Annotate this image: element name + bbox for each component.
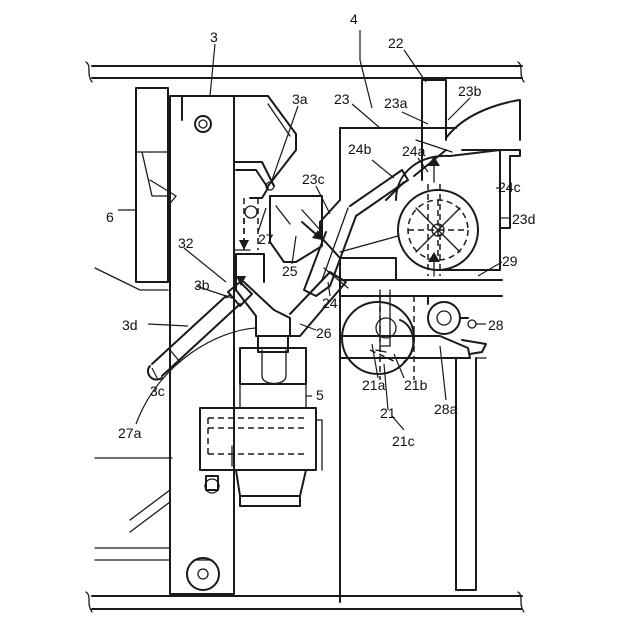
label-23c: 23c — [302, 171, 325, 187]
label-23d: 23d — [512, 211, 535, 227]
label-28: 28 — [488, 317, 504, 333]
label-3c: 3c — [150, 383, 165, 399]
label-21a: 21a — [362, 377, 386, 393]
bottom-frame-beam — [86, 592, 524, 612]
tank-5 — [200, 348, 322, 506]
label-27: 27 — [258, 231, 274, 247]
label-3a: 3a — [292, 91, 308, 107]
label-3b: 3b — [194, 277, 210, 293]
label-25: 25 — [282, 263, 298, 279]
label-4: 4 — [350, 11, 358, 27]
label-6: 6 — [106, 209, 114, 225]
label-23a: 23a — [384, 95, 408, 111]
label-26: 26 — [316, 325, 332, 341]
label-21b: 21b — [404, 377, 428, 393]
fan-28 — [428, 296, 476, 334]
label-3: 3 — [210, 29, 218, 45]
label-21: 21 — [380, 405, 396, 421]
spout-27 — [236, 170, 274, 290]
label-21c: 21c — [392, 433, 415, 449]
label-27a: 27a — [118, 425, 142, 441]
label-23: 23 — [334, 91, 350, 107]
label-3d: 3d — [122, 317, 138, 333]
label-32: 32 — [178, 235, 194, 251]
label-24c: 24c — [498, 179, 521, 195]
top-frame-beam — [86, 62, 524, 82]
label-24a: 24a — [402, 143, 426, 159]
label-29: 29 — [502, 253, 518, 269]
label-24: 24 — [322, 295, 338, 311]
hopper-25 — [270, 196, 322, 262]
label-28a: 28a — [434, 401, 458, 417]
label-24b: 24b — [348, 141, 372, 157]
label-5: 5 — [316, 387, 324, 403]
elevator-3 — [170, 96, 296, 594]
left-frame — [95, 268, 172, 560]
label-22: 22 — [388, 35, 404, 51]
label-23b: 23b — [458, 83, 482, 99]
